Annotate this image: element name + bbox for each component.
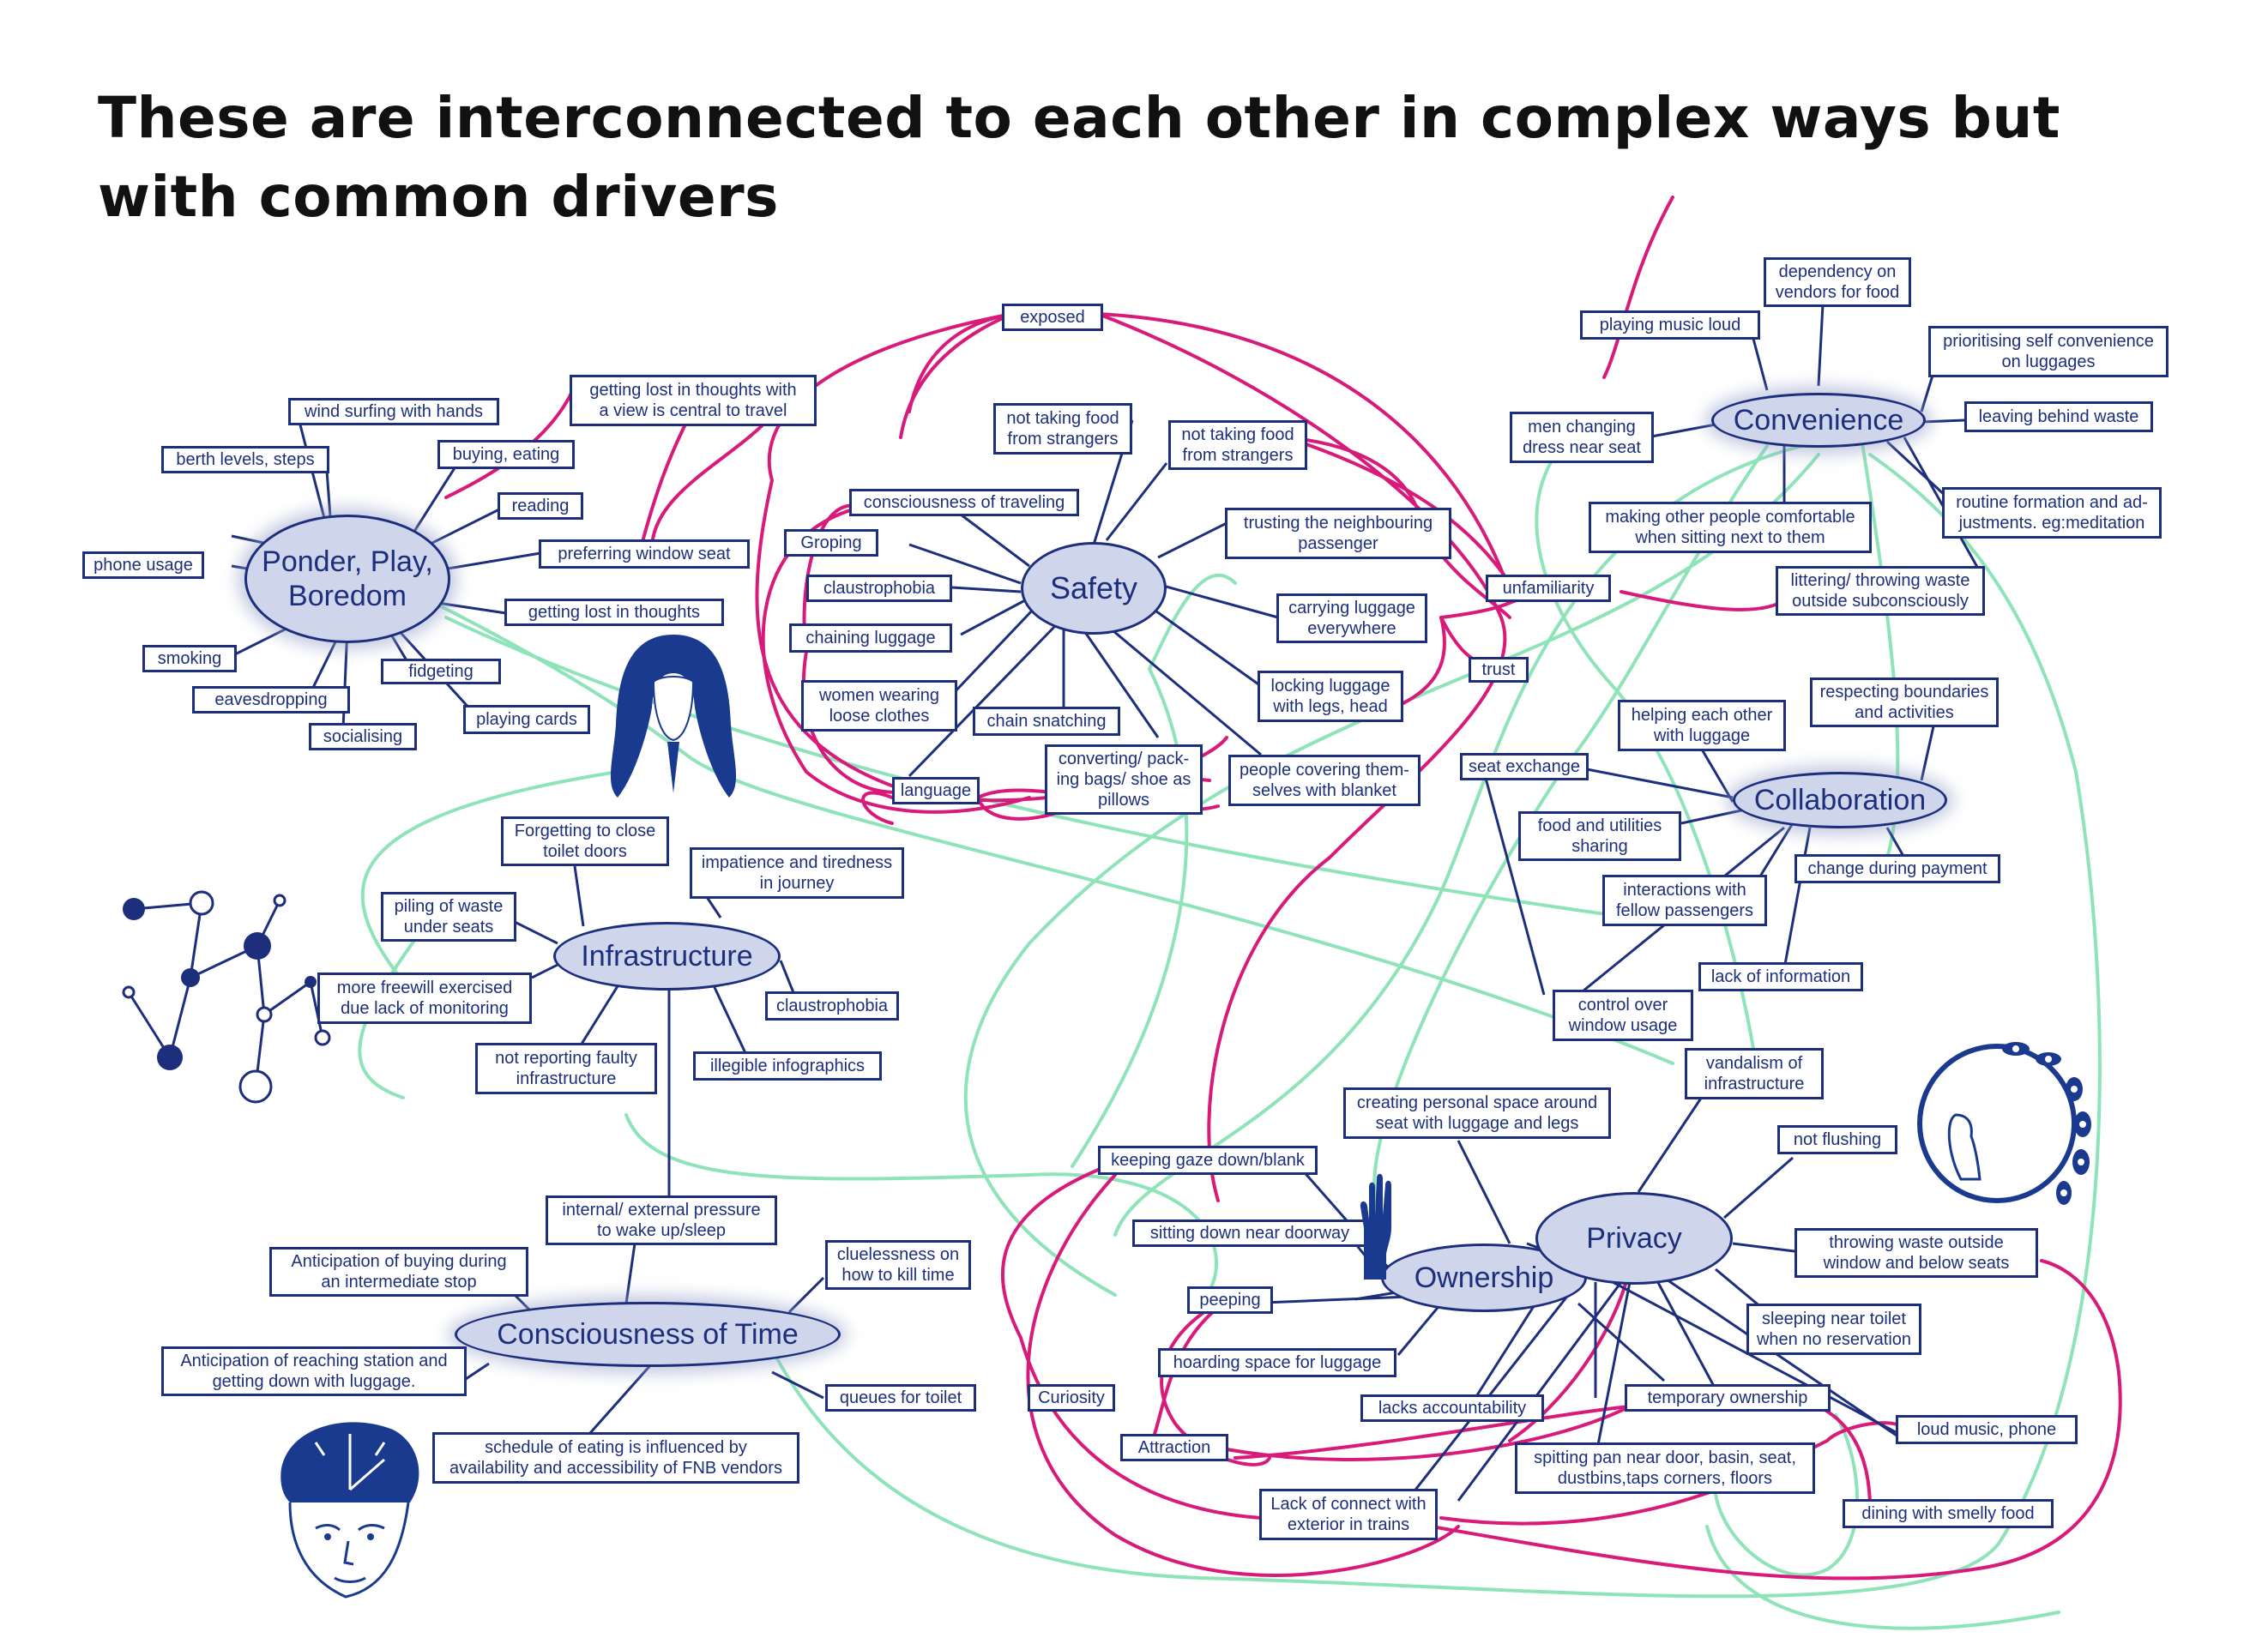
raised-hand-icon — [1360, 1173, 1391, 1280]
page-title: These are interconnected to each other i… — [98, 85, 2060, 230]
label-seat-exchange: seat exchange — [1460, 753, 1589, 780]
network-nodes-icon — [122, 890, 331, 1104]
label-lost-thoughts: getting lost in thoughts — [504, 599, 724, 626]
label-not-flushing: not flushing — [1777, 1125, 1897, 1154]
label-cluelessness: cluelessness on how to kill time — [825, 1240, 971, 1290]
eyes-watching-icon — [1917, 1042, 2091, 1205]
label-claustrophobia-safety: claustrophobia — [806, 575, 952, 602]
label-carrying-luggage: carrying luggage everywhere — [1276, 593, 1427, 643]
hub-safety: Safety — [1021, 542, 1167, 635]
label-impatience: impatience and tiredness in journey — [690, 847, 904, 899]
label-trusting-neighbour: trusting the neighbouring passenger — [1225, 508, 1451, 559]
label-piling-waste: piling of waste under seats — [381, 892, 516, 942]
label-making-comfortable: making other people comfortable when sit… — [1589, 502, 1872, 553]
label-schedule-eating: schedule of eating is influenced by avai… — [432, 1432, 799, 1484]
label-smoking: smoking — [142, 645, 237, 672]
clock-head-icon — [280, 1422, 419, 1599]
hub-convenience: Convenience — [1711, 393, 1926, 448]
label-language: language — [892, 777, 980, 804]
label-change-payment: change during payment — [1794, 854, 2000, 883]
label-chain-snatching: chain snatching — [973, 707, 1120, 736]
label-lack-connect: Lack of connect with exterior in trains — [1259, 1489, 1438, 1540]
label-chaining-luggage: chaining luggage — [789, 623, 952, 653]
label-littering: littering/ throwing waste outside subcon… — [1776, 566, 1985, 616]
label-temporary-ownership: temporary ownership — [1625, 1384, 1831, 1412]
label-prioritising-self: prioritising self convenience on luggage… — [1928, 326, 2168, 377]
label-playing-music: playing music loud — [1580, 310, 1760, 340]
label-playing-cards: playing cards — [463, 705, 590, 734]
label-lost-thoughts-view: getting lost in thoughts with a view is … — [570, 375, 817, 426]
label-lack-information: lack of information — [1698, 962, 1863, 991]
label-curiosity: Curiosity — [1028, 1384, 1115, 1412]
label-leaving-waste: leaving behind waste — [1964, 401, 2153, 432]
label-forgetting-doors: Forgetting to close toilet doors — [501, 816, 669, 866]
label-spitting-pan: spitting pan near door, basin, seat, dus… — [1515, 1442, 1815, 1494]
hub-collaboration: Collaboration — [1733, 772, 1947, 828]
label-not-taking-food-2: not taking food from strangers — [1168, 420, 1307, 470]
label-vandalism: vandalism of infrastructure — [1685, 1048, 1824, 1099]
label-throwing-window: throwing waste outside window and below … — [1794, 1228, 2038, 1278]
label-anticipation-buying: Anticipation of buying during an interme… — [269, 1247, 528, 1297]
hub-ponder-play-boredom: Ponder, Play, Boredom — [244, 515, 450, 643]
label-buying-eating: buying, eating — [437, 440, 575, 469]
label-converting-bags: converting/ pack- ing bags/ shoe as pill… — [1045, 744, 1203, 815]
label-dining-smelly: dining with smelly food — [1843, 1499, 2054, 1528]
label-not-taking-food-1: not taking food from strangers — [993, 403, 1132, 455]
label-reading: reading — [498, 492, 583, 520]
label-respecting-boundaries: respecting boundaries and activities — [1810, 677, 1999, 727]
label-covering-blanket: people covering them- selves with blanke… — [1228, 755, 1421, 806]
label-more-freewill: more freewill exercised due lack of moni… — [317, 973, 532, 1024]
label-keeping-gaze: keeping gaze down/blank — [1098, 1146, 1318, 1175]
label-queues-toilet: queues for toilet — [825, 1384, 976, 1412]
label-consciousness-traveling: consciousness of traveling — [849, 489, 1079, 516]
label-locking-luggage: locking luggage with legs, head — [1258, 671, 1403, 722]
label-men-changing: men changing dress near seat — [1510, 412, 1654, 463]
label-food-sharing: food and utilities sharing — [1518, 811, 1681, 861]
label-socialising: socialising — [309, 723, 417, 750]
label-women-loose: women wearing loose clothes — [801, 680, 957, 732]
label-not-reporting: not reporting faulty infrastructure — [475, 1043, 657, 1094]
label-phone-usage: phone usage — [82, 551, 204, 579]
label-anticipation-reaching: Anticipation of reaching station and get… — [161, 1346, 467, 1396]
label-groping: Groping — [784, 529, 878, 557]
label-internal-pressure: internal/ external pressure to wake up/s… — [546, 1195, 777, 1245]
label-claustrophobia-infra: claustrophobia — [765, 991, 899, 1021]
label-control-window: control over window usage — [1553, 990, 1693, 1041]
label-berth-levels: berth levels, steps — [161, 446, 329, 473]
label-peeping: peeping — [1187, 1286, 1273, 1314]
label-sitting-doorway: sitting down near doorway — [1132, 1219, 1367, 1247]
hub-consciousness-of-time: Consciousness of Time — [455, 1302, 841, 1367]
label-dependency-vendors: dependency on vendors for food — [1764, 257, 1911, 307]
label-preferring-window: preferring window seat — [539, 539, 750, 569]
label-exposed: exposed — [1002, 304, 1103, 331]
hub-privacy: Privacy — [1535, 1192, 1733, 1285]
label-sleeping-toilet: sleeping near toilet when no reservation — [1746, 1304, 1921, 1355]
label-trust: trust — [1469, 657, 1529, 683]
label-loud-music-phone: loud music, phone — [1896, 1415, 2078, 1444]
label-unfamiliarity: unfamiliarity — [1486, 575, 1611, 602]
label-illegible: illegible infographics — [693, 1051, 882, 1081]
woman-portrait-icon — [610, 635, 737, 798]
label-attraction: Attraction — [1120, 1434, 1228, 1461]
label-eavesdropping: eavesdropping — [192, 686, 350, 714]
label-creating-space: creating personal space around seat with… — [1343, 1087, 1611, 1139]
label-routine-formation: routine formation and ad- justments. eg:… — [1942, 487, 2162, 539]
label-helping-luggage: helping each other with luggage — [1618, 700, 1786, 751]
label-fidgeting: fidgeting — [381, 659, 501, 684]
label-lacks-accountability: lacks accountability — [1360, 1394, 1544, 1422]
label-hoarding: hoarding space for luggage — [1158, 1348, 1396, 1377]
label-wind-surfing: wind surfing with hands — [288, 398, 499, 425]
hub-infrastructure: Infrastructure — [553, 922, 781, 991]
label-interactions: interactions with fellow passengers — [1602, 875, 1767, 926]
